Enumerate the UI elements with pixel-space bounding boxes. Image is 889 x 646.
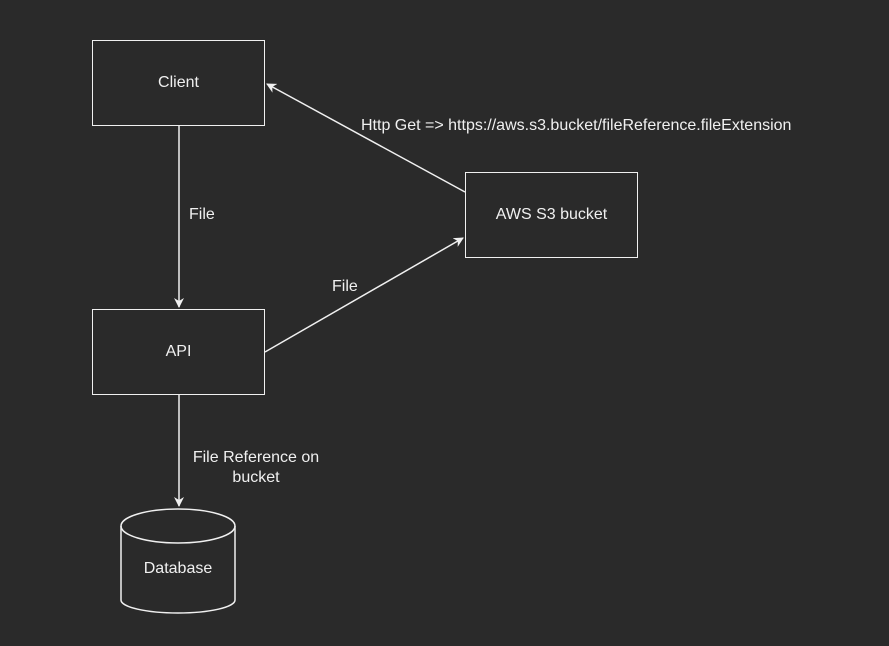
edge-label-client-to-api: File: [189, 206, 215, 223]
client-node[interactable]: Client: [92, 40, 265, 126]
database-cylinder-shape: [120, 508, 236, 614]
aws-s3-bucket-node-label: AWS S3 bucket: [495, 206, 608, 223]
api-node-label: API: [165, 343, 192, 360]
edge-api-to-s3: [264, 237, 464, 353]
edge-label-api-to-s3: File: [332, 278, 358, 295]
edge-label-api-to-database: File Reference on bucket: [192, 449, 320, 486]
client-node-label: Client: [158, 74, 199, 91]
edge-label-s3-to-client: Http Get => https://aws.s3.bucket/fileRe…: [361, 117, 792, 134]
database-node-label: Database: [143, 560, 213, 577]
aws-s3-bucket-node[interactable]: AWS S3 bucket: [465, 172, 638, 258]
edge-s3-to-client: [266, 83, 466, 193]
api-node[interactable]: API: [92, 309, 265, 395]
